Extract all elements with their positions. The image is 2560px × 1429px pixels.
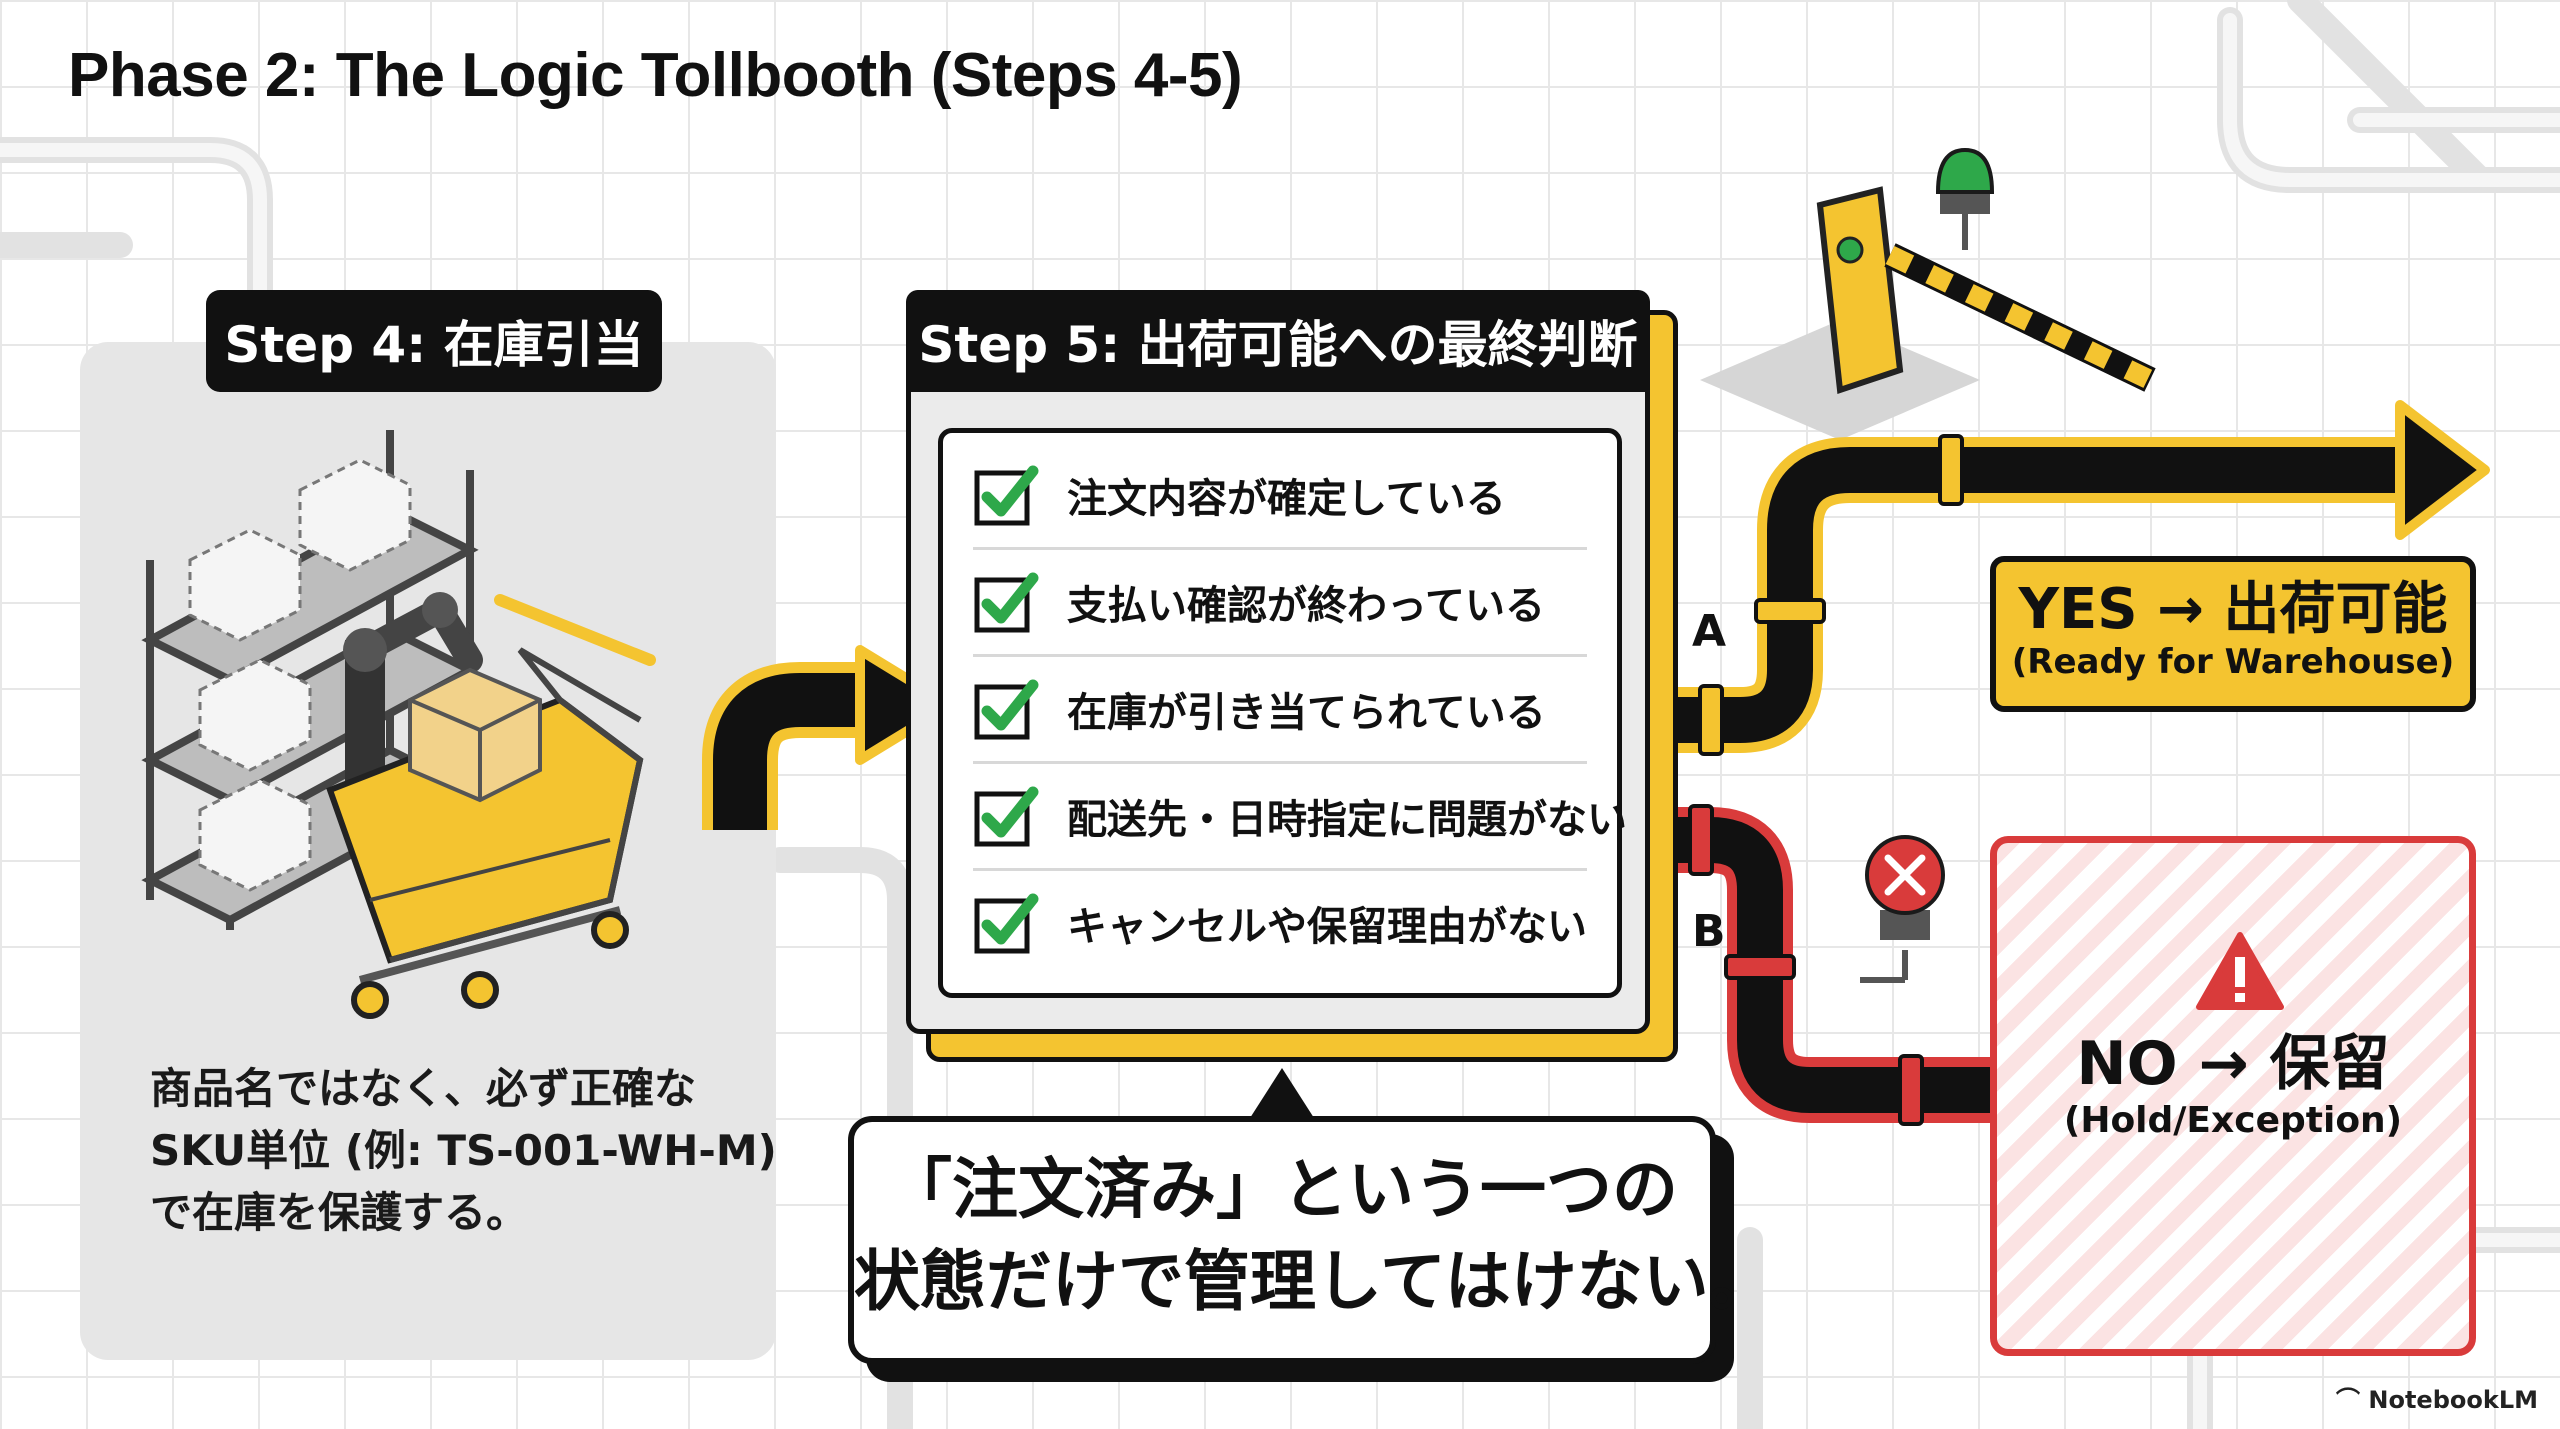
checklist-item-label: 在庫が引き当てられている <box>1067 690 1546 736</box>
no-outcome-box: NO → 保留 (Hold/Exception) <box>1990 836 2476 1356</box>
yes-outcome-label: YES → 出荷可能 <box>2018 577 2448 642</box>
checklist-item: 在庫が引き当てられている <box>973 657 1587 764</box>
callout-line: 「注文済み」という一つの <box>886 1151 1678 1228</box>
check-icon <box>974 465 1039 526</box>
toll-gate-icon <box>1816 186 2156 395</box>
check-icon <box>974 679 1039 740</box>
shopping-cart-icon <box>326 594 656 1019</box>
checklist-item-label: 注文内容が確定している <box>1067 476 1506 522</box>
checklist-item-label: 支払い確認が終わっている <box>1067 583 1545 629</box>
callout-line: 状態だけで管理してはけない。 <box>854 1243 1775 1320</box>
step4-description-line: 商品名ではなく、必ず正確な <box>150 1064 697 1113</box>
check-icon <box>974 786 1039 847</box>
brand-name: NotebookLM <box>2368 1386 2538 1414</box>
checklist-item: 配送先・日時指定に問題がない <box>973 764 1627 871</box>
callout-box: 「注文済み」という一つの 状態だけで管理してはけない。 <box>848 1116 1775 1364</box>
checklist-item: 注文内容が確定している <box>973 443 1587 550</box>
check-icon <box>974 572 1039 633</box>
notebook-logo-icon: ⌒ <box>2336 1386 2369 1414</box>
branch-label-a: A <box>1692 606 1727 657</box>
red-x-light-icon <box>1860 835 1945 983</box>
checklist-item: キャンセルや保留理由がない <box>973 871 1587 975</box>
checklist-item: 支払い確認が終わっている <box>973 550 1587 657</box>
branch-label-b: B <box>1692 906 1726 957</box>
warning-icon <box>2196 932 2284 1010</box>
checklist-item-label: キャンセルや保留理由がない <box>1067 904 1587 950</box>
step4-header: Step 4: 在庫引当 <box>206 290 662 392</box>
step4-description-line: SKU単位 (例: TS-001-WH-M) <box>150 1126 777 1175</box>
box-icon <box>408 667 542 803</box>
step4-description: 商品名ではなく、必ず正確な SKU単位 (例: TS-001-WH-M) で在庫… <box>150 1058 777 1244</box>
yes-outcome-box: YES → 出荷可能 (Ready for Warehouse) <box>1990 556 2476 712</box>
green-light-icon <box>1935 147 1995 214</box>
step4-description-line: で在庫を保護する。 <box>150 1188 529 1237</box>
step5-header: Step 5: 出荷可能への最終判断 <box>906 290 1650 392</box>
no-outcome-label: NO → 保留 <box>2076 1029 2390 1099</box>
no-outcome-sublabel: (Hold/Exception) <box>2063 1100 2403 1141</box>
page-title: Phase 2: The Logic Tollbooth (Steps 4-5) <box>68 41 1243 110</box>
step5-checklist: 注文内容が確定している 支払い確認が終わっている 在庫が引き当てられている 配送… <box>938 428 1627 998</box>
yes-outcome-sublabel: (Ready for Warehouse) <box>2011 642 2455 682</box>
checklist-item-label: 配送先・日時指定に問題がない <box>1067 797 1627 843</box>
brand-label: ⌒ NotebookLM <box>2336 1380 2538 1415</box>
check-icon <box>974 893 1039 954</box>
